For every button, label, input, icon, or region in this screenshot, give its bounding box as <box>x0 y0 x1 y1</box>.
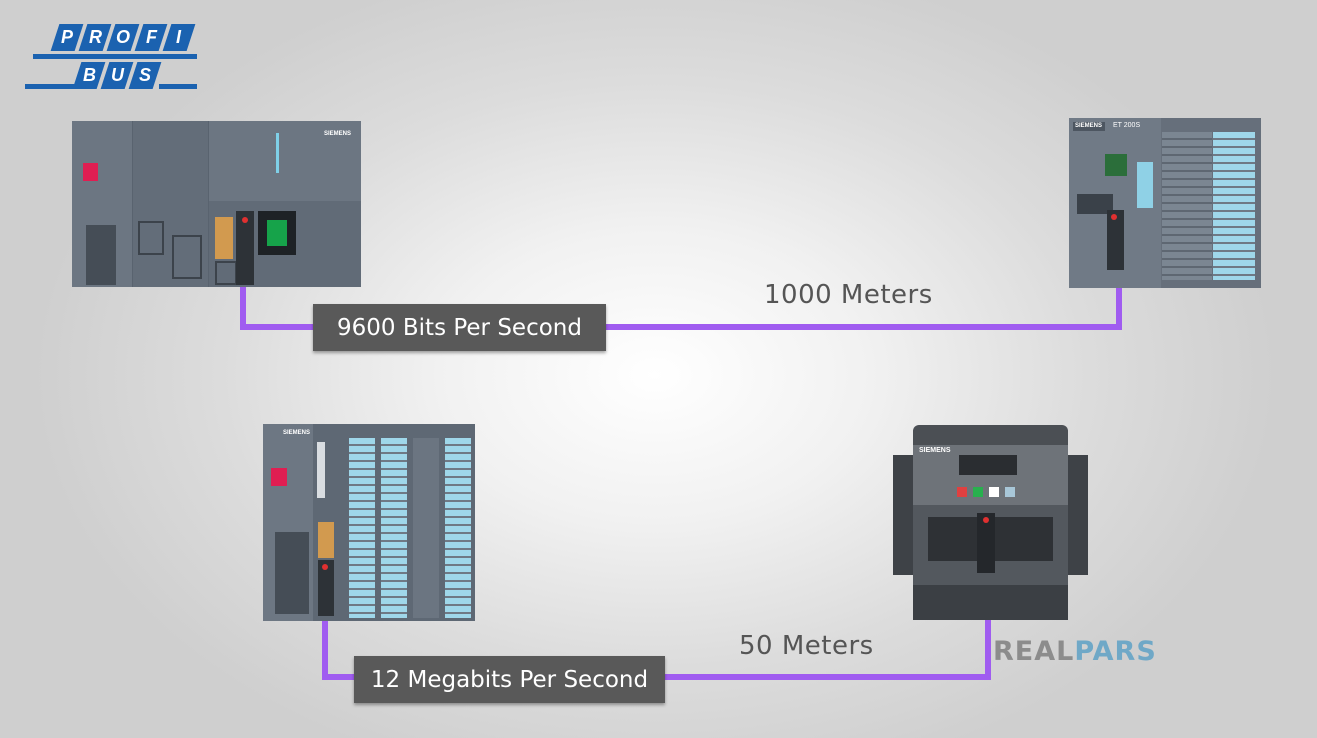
device-model: ET 200S <box>1113 122 1141 129</box>
logo-bar <box>33 54 197 59</box>
device-brand: SIEMENS <box>1075 123 1103 129</box>
profibus-logo: P R O F I B U S <box>25 22 205 94</box>
speed-label-1: 9600 Bits Per Second <box>313 304 606 351</box>
watermark-part2: PARS <box>1074 636 1157 667</box>
plc-rack-bottom-left: SIEMENS <box>263 424 475 621</box>
logo-bar <box>25 84 75 89</box>
device-brand: SIEMENS <box>324 131 352 137</box>
et200s-rack: SIEMENS ET 200S <box>1069 118 1261 288</box>
realpars-watermark: REALPARS <box>993 636 1157 667</box>
siemens-drive: SIEMENS <box>893 425 1088 620</box>
distance-label-2: 50 Meters <box>739 631 874 661</box>
logo-bar <box>159 84 197 89</box>
speed-label-2: 12 Megabits Per Second <box>354 656 665 703</box>
device-brand: SIEMENS <box>283 430 311 436</box>
watermark-part1: REAL <box>993 636 1075 667</box>
profibus-cable-1 <box>240 283 1122 330</box>
plc-rack-top-left: SIEMENS <box>72 121 361 287</box>
distance-label-1: 1000 Meters <box>764 280 933 310</box>
device-brand: SIEMENS <box>919 447 951 454</box>
